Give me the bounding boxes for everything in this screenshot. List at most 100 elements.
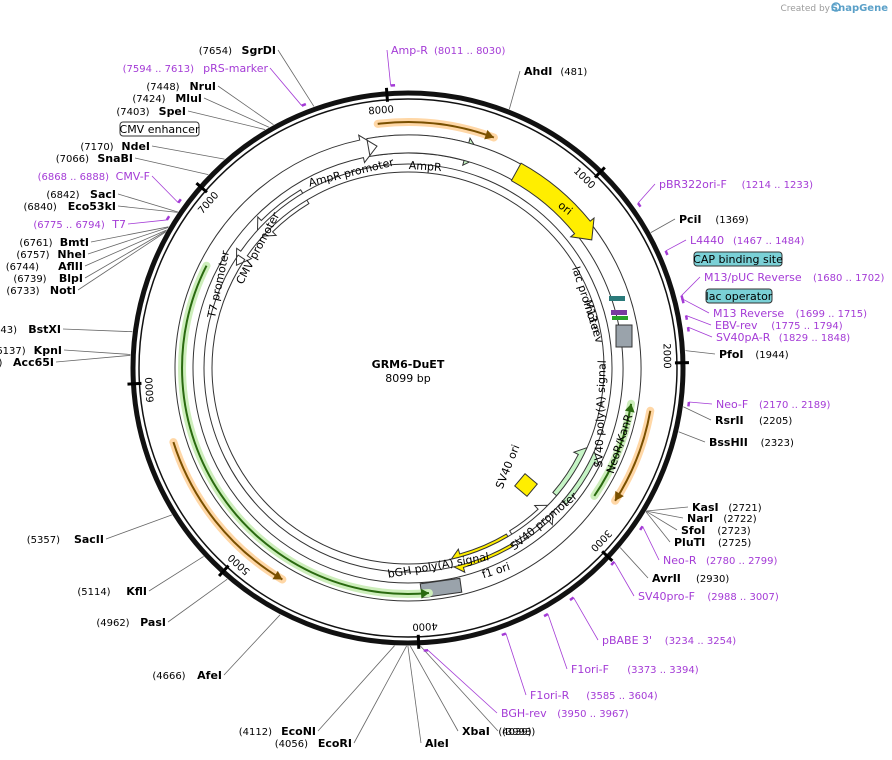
primer-leader-neo-f — [688, 401, 713, 405]
scale-label-8000: 8000 — [368, 104, 394, 117]
primer-mark-m13-reverse — [681, 298, 685, 304]
ampr-promoter-arrow — [174, 134, 642, 602]
enzyme-pos-avrii: (2930) — [696, 574, 729, 585]
m13-rev-mark — [611, 310, 627, 315]
enzyme-saci: SacI — [90, 188, 116, 201]
plasmid-name: GRM6-DuET — [372, 358, 445, 371]
enzyme-leader-bsshii — [678, 431, 706, 443]
enzyme-nari: NarI — [687, 512, 713, 525]
enzyme-leader-ecori — [353, 645, 407, 744]
primer-mark-pbabe-3- — [569, 596, 575, 602]
primer-leader-neo-r — [642, 526, 660, 561]
t7-promoter-arrow — [203, 163, 613, 573]
primer-mark-f1ori-f — [543, 612, 549, 618]
enzyme-pos-nrui: (7448) — [146, 82, 179, 93]
enzyme-pos-noti: (6733) — [6, 286, 39, 297]
orf-right-orange-head — [615, 490, 624, 501]
primer-mark-cmv-f — [177, 198, 182, 204]
enzyme-leader-pfoi — [685, 350, 716, 355]
enzyme-acc65i: Acc65I — [13, 356, 54, 369]
primer-leader-f1ori-f — [547, 613, 568, 670]
orf-top-head — [484, 129, 494, 140]
scale-label-6000: 6000 — [144, 377, 156, 403]
primer-mark-t7 — [165, 215, 171, 221]
primer-pos-neo-r: (2780 .. 2799) — [706, 556, 778, 567]
primer-mark-sv40pro-f — [610, 560, 616, 566]
enzyme-sfoi: SfoI — [681, 524, 705, 537]
primer-f1ori-r: F1ori-R — [530, 689, 570, 702]
scale-label-4000: 4000 — [412, 620, 438, 632]
enzyme-pos-snabi: (7066) — [56, 154, 89, 165]
primer-leader-ebv-rev — [685, 315, 712, 326]
enzyme-pos-pcii: (1369) — [715, 215, 748, 226]
primer-neo-r: Neo-R — [663, 554, 697, 567]
enzyme-pos-sacii: (5357) — [27, 535, 60, 546]
enzyme-mlui: MluI — [175, 92, 202, 105]
enzyme-ecori: EcoRI — [318, 737, 352, 750]
primer-leader-sv40pa-r — [687, 326, 713, 338]
enzyme-bmti: BmtI — [60, 236, 89, 249]
scale-tick-5000 — [217, 564, 230, 578]
primer-pbabe-3-: pBABE 3' — [602, 634, 652, 647]
enzyme-pos-kpni: (6137) — [0, 346, 26, 357]
enzyme-pos-afei: (4666) — [152, 671, 185, 682]
enzyme-pos-acc65i: (6133) — [0, 358, 2, 369]
primer-pbr322ori-f: pBR322ori-F — [659, 178, 727, 191]
primer-f1ori-f: F1ori-F — [571, 663, 609, 676]
enzyme-rsrii: RsrII — [715, 414, 744, 427]
enzyme-pos-blpi: (6739) — [13, 274, 46, 285]
enzyme-kasi: KasI — [692, 501, 719, 514]
enzyme-snabi: SnaBI — [97, 152, 133, 165]
primer-mark-neo-f — [687, 401, 691, 407]
enzyme-pos-bmti: (6761) — [19, 238, 52, 249]
primer-leader-t7 — [127, 219, 167, 225]
ori-arrow — [510, 162, 595, 241]
primer-neo-f: Neo-F — [716, 398, 748, 411]
enzyme-leader-ahdi — [508, 70, 521, 110]
enzyme-leader-nhei — [87, 227, 169, 255]
scale-label-1000: 1000 — [571, 166, 597, 192]
sv40-polya-box — [615, 324, 633, 348]
enzyme-pos-mlui: (7424) — [132, 94, 165, 105]
enzyme-leader-kpni — [63, 349, 131, 355]
enzyme-sgrdi: SgrDI — [242, 44, 276, 57]
enzyme-bstxi: BstXI — [28, 323, 61, 336]
primer-amp-r: Amp-R — [391, 44, 428, 57]
sv40-polya-label: SV40 poly(A) signal — [592, 360, 609, 468]
enzyme-aflii: AflII — [58, 260, 83, 273]
enzyme-pos-ndei: (7170) — [80, 142, 113, 153]
primer-pos-neo-f: (2170 .. 2189) — [759, 400, 831, 411]
enzyme-leader-sfoi — [645, 510, 678, 531]
primer-leader-bgh-rev — [427, 649, 498, 714]
enzyme-eco53ki: Eco53kI — [68, 200, 116, 213]
snapgene-logo-icon — [831, 2, 841, 12]
enzyme-sacii: SacII — [74, 533, 104, 546]
enzyme-pos-pfoi: (1944) — [755, 350, 788, 361]
enzyme-leader-snabi — [134, 157, 209, 175]
primer-leader-f1ori-r — [505, 633, 527, 696]
primer-pos-t7: (6775 .. 6794) — [33, 220, 105, 231]
primer-leader-amp-r — [386, 49, 392, 86]
enzyme-leader-pasi — [167, 578, 228, 623]
cmv-enhancer-label-box — [119, 121, 200, 137]
primer-t7: T7 — [111, 218, 126, 231]
enzyme-leader-eco53ki — [117, 205, 178, 213]
enzyme-leader-noti — [77, 231, 166, 291]
primer-mark-sv40pa-r — [686, 326, 690, 332]
primer-leader-cmv-f — [151, 175, 179, 204]
enzyme-pos-nhei: (6757) — [16, 250, 49, 261]
primer-mark-pbr322ori-f — [636, 202, 642, 208]
enzyme-leader-nari — [646, 510, 684, 519]
enzyme-leader-blpi — [84, 230, 167, 279]
enzyme-pos-kfli: (5114) — [77, 587, 110, 598]
enzyme-pos-rsrii: (2205) — [759, 416, 792, 427]
cmv-enhancer-label: CMV enhancer — [120, 123, 200, 136]
enzyme-xbai: XbaI — [462, 725, 490, 738]
enzyme-pos-sgrdi: (7654) — [199, 46, 232, 57]
scale-label-3000: 3000 — [588, 527, 613, 553]
primer-l4440: L4440 — [690, 234, 724, 247]
primer-pos-m13-puc-reverse: (1680 .. 1702) — [813, 273, 885, 284]
enzyme-leader-alei — [407, 645, 422, 744]
primer-pos-ebv-rev: (1775 .. 1794) — [771, 321, 843, 332]
